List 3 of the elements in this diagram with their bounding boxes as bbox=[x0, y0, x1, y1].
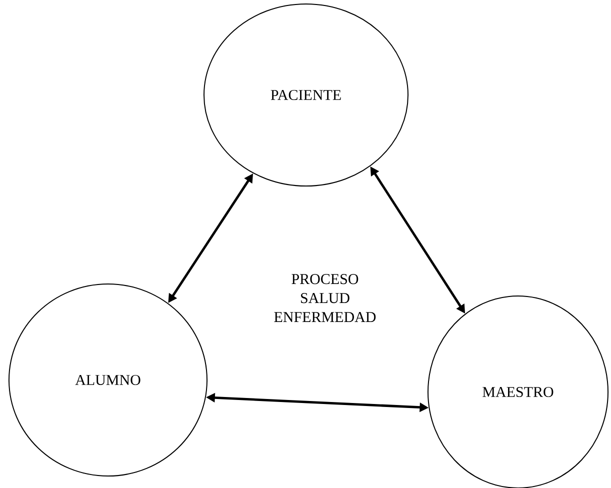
circle-node: ALUMNO bbox=[8, 284, 208, 476]
circle-node: PACIENTE bbox=[204, 4, 408, 186]
center-label: PROCESO SALUD ENFERMEDAD bbox=[274, 274, 376, 322]
